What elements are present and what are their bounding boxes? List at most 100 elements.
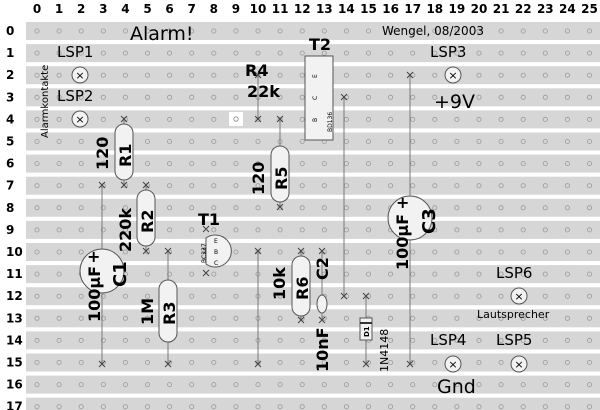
copper-strip [26,265,600,284]
copper-strip [26,44,600,63]
hole [144,72,150,78]
hole [233,337,239,343]
hole [233,249,239,255]
copper-strip [26,132,600,151]
hole [343,359,349,365]
hole [498,382,504,388]
hole [321,337,327,343]
hole [587,271,593,277]
column-number: 10 [250,2,267,16]
column-number: 16 [382,2,399,16]
hole [277,271,283,277]
hole [34,249,40,255]
hole [432,205,438,211]
hole [34,205,40,211]
column-number: 21 [493,2,510,16]
hole [233,138,239,144]
resistor-r1: R1 120 [93,123,135,181]
hole [498,116,504,122]
hole [564,28,570,34]
hole [34,161,40,167]
hole [34,271,40,277]
hole [498,249,504,255]
board-title: Alarm! [130,23,194,45]
row-number: 12 [6,289,23,303]
hole [189,138,195,144]
hole [299,161,305,167]
lsp5-label: LSP5 [496,331,532,349]
hole [233,183,239,189]
hole [343,50,349,56]
hole [211,404,217,410]
hole [277,28,283,34]
solder-joint [276,115,284,123]
hole [520,72,526,78]
hole [122,382,128,388]
hole [144,382,150,388]
hole [321,28,327,34]
hole [564,227,570,233]
hole [144,28,150,34]
hole [299,205,305,211]
hole [542,404,548,410]
hole [454,271,460,277]
hole [498,50,504,56]
hole [476,404,482,410]
r4-value: 22k [247,82,280,101]
hole [277,382,283,388]
hole [56,116,62,122]
resistor-r6: R6 10k [270,255,312,317]
hole [587,404,593,410]
hole [498,28,504,34]
hole [100,382,106,388]
hole [498,205,504,211]
hole [476,359,482,365]
copper-strip [26,198,600,217]
hole [454,94,460,100]
hole [144,359,150,365]
hole [498,337,504,343]
hole [410,50,416,56]
capacitor-c3: C3 100µF + [387,193,440,270]
hole [542,50,548,56]
hole [564,382,570,388]
hole [56,138,62,144]
row-number: 10 [6,245,23,259]
hole [365,28,371,34]
hole [388,116,394,122]
hole [498,72,504,78]
t2-pin-b: B [312,118,319,122]
hole [100,404,106,410]
solder-joint [254,115,262,123]
hole [211,50,217,56]
hole [432,161,438,167]
hole [100,138,106,144]
hole [122,293,128,299]
hole [211,271,217,277]
hole [520,249,526,255]
c1-plus: + [87,247,100,266]
hole [167,28,173,34]
hole [365,50,371,56]
hole [476,227,482,233]
hole [78,183,84,189]
hole [78,315,84,321]
hole [255,138,261,144]
hole [299,382,305,388]
hole [299,337,305,343]
alarm-contacts-label: Alarmkontakte [40,65,51,138]
lsp6-label: LSP6 [496,264,532,282]
hole [454,382,460,388]
pad-lsp1: × LSP1 [57,43,93,84]
hole [100,161,106,167]
column-number: 5 [143,2,151,16]
hole [233,50,239,56]
solder-joint [406,360,414,368]
hole [564,138,570,144]
hole [34,293,40,299]
hole [144,116,150,122]
lsp3-label: LSP3 [430,43,466,61]
hole [34,50,40,56]
hole [432,183,438,189]
hole [189,183,195,189]
